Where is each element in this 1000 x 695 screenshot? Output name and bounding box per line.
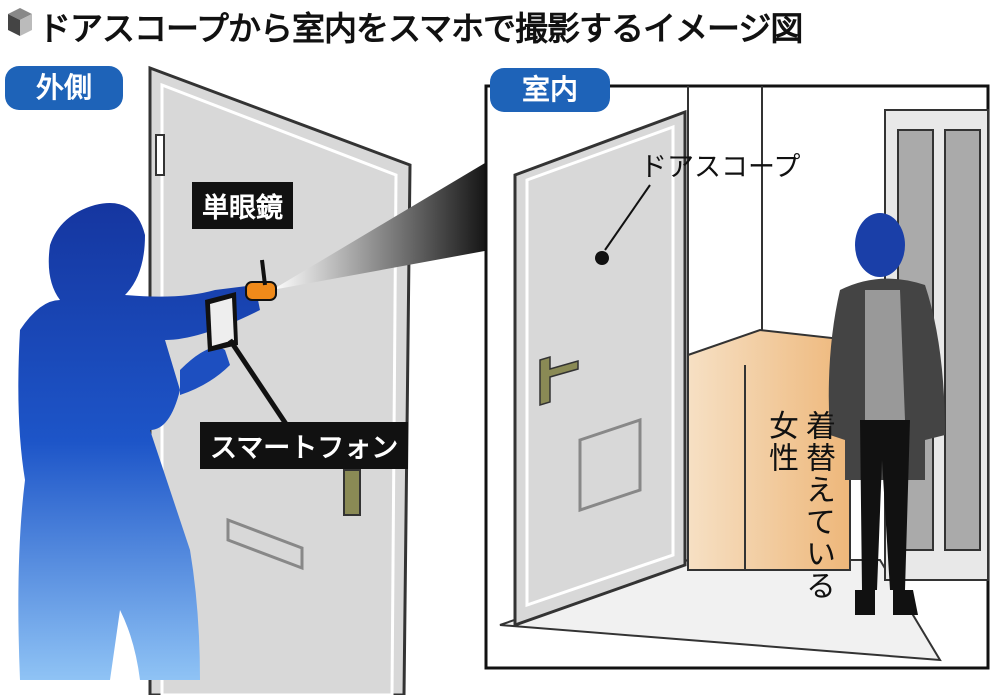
inside-badge: 室内 [490,68,610,112]
inside-door [513,109,687,628]
monocular-label: 単眼鏡 [192,182,293,229]
monocular-icon [245,281,277,301]
woman-label-line1: 着替えている [800,410,835,602]
outside-badge: 外側 [5,66,123,110]
page-title: ドアスコープから室内をスマホで撮影するイメージ図 [38,9,803,48]
smartphone-icon [205,292,238,352]
view-beam [272,160,490,290]
cube-icon [8,8,32,36]
door-scope-label: ドアスコープ [640,152,801,183]
person-outside [18,203,261,680]
smartphone-label: スマートフォン [200,422,409,469]
woman-figure [828,213,945,615]
woman-label-line2: 女性 [763,410,798,474]
